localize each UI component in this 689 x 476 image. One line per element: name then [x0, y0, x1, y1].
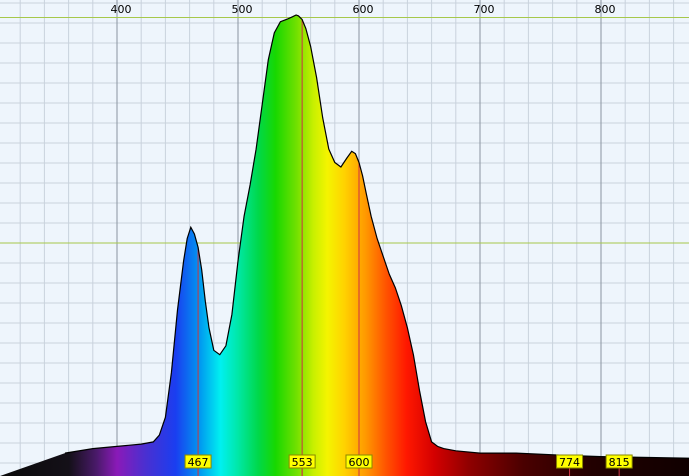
x-tick-label: 500	[232, 3, 253, 16]
peak-label-text: 467	[188, 456, 209, 469]
peak-marker-lines	[197, 19, 360, 476]
x-tick-label: 800	[595, 3, 616, 16]
peak-label-box	[184, 454, 212, 469]
peak-label-box	[605, 454, 633, 469]
peak-label: 774	[556, 454, 584, 476]
peak-label-text: 553	[292, 456, 313, 469]
peak-label: 600	[345, 454, 373, 476]
peak-label-text: 600	[349, 456, 370, 469]
peak-label: 553	[288, 454, 316, 476]
spectrum-outline	[64, 14, 689, 459]
x-tick-label: 600	[353, 3, 374, 16]
peak-label-box	[556, 454, 584, 469]
x-axis-tick-labels: 400 500 600 700 800	[111, 3, 616, 16]
peak-label: 815	[605, 454, 633, 476]
x-tick-label: 700	[474, 3, 495, 16]
peak-labels: 467 553 600 774 815	[184, 454, 633, 476]
peak-label-text: 815	[609, 456, 630, 469]
peak-label-text: 774	[559, 456, 580, 469]
spectrum-area	[0, 15, 689, 476]
peak-label-box	[345, 454, 373, 469]
peak-label-box	[288, 454, 316, 469]
x-tick-label: 400	[111, 3, 132, 16]
peak-label: 467	[184, 454, 212, 476]
